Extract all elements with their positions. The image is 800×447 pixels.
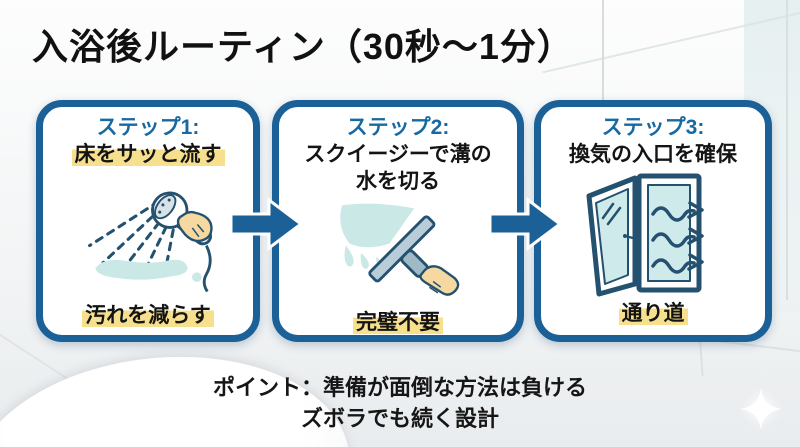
step-card-1: ステップ1: 床をサッと流す <box>36 100 260 342</box>
glass-edge-line <box>786 0 788 300</box>
step-card-3: ステップ3: 換気の入口を確保 <box>534 100 772 342</box>
sparkle-icon <box>740 388 782 430</box>
point-note: ポイント：準備が面倒な方法は負ける ズボラでも続く設計 <box>0 372 800 434</box>
hand-shower-icon <box>88 191 213 293</box>
step-2-icon-area <box>283 196 513 310</box>
point-note-line2: ズボラでも続く設計 <box>300 406 499 431</box>
arrow-right-icon <box>229 197 303 251</box>
step-1-caption: 汚れを減らす <box>82 303 214 329</box>
step-card-2: ステップ2: スクイージーで溝の水を切る 完璧不要 <box>272 100 524 342</box>
open-window-icon <box>586 173 704 297</box>
step-3-caption: 通り道 <box>618 301 688 327</box>
step-1-heading: 床をサッと流す <box>71 142 225 169</box>
step-1-label: ステップ1: <box>96 116 200 139</box>
step-1-icon-area <box>47 169 249 303</box>
step-2-label: ステップ2: <box>346 116 450 139</box>
squeegee-icon <box>340 203 460 296</box>
arrow-right-icon <box>488 197 562 251</box>
step-2-heading: スクイージーで溝の水を切る <box>304 143 492 194</box>
point-note-line1: ポイント：準備が面倒な方法は負ける <box>212 375 587 400</box>
step-2-caption: 完璧不要 <box>353 310 443 336</box>
step-3-heading: 換気の入口を確保 <box>569 143 737 167</box>
step-3-icon-area <box>545 169 761 301</box>
page-title: 入浴後ルーティン（30秒〜1分） <box>32 26 574 67</box>
step-3-label: ステップ3: <box>601 116 705 139</box>
